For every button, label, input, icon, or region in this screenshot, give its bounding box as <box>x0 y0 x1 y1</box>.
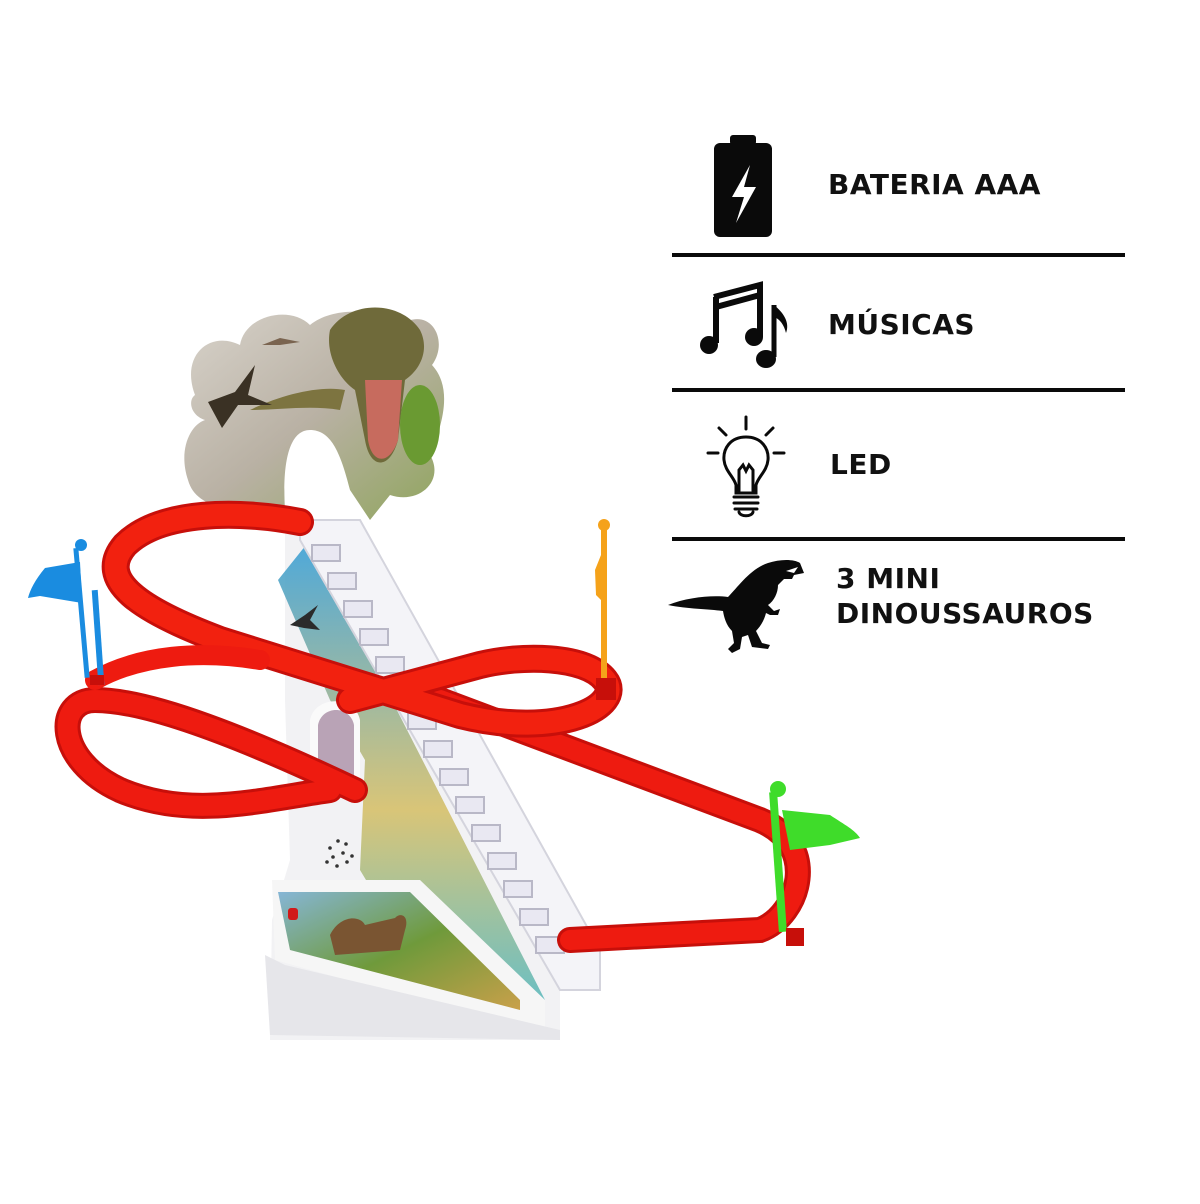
blue-flag <box>28 539 105 686</box>
divider <box>672 253 1125 257</box>
battery-icon <box>712 135 774 243</box>
t-rex-icon <box>668 557 808 657</box>
green-flag <box>769 781 860 946</box>
staircase <box>299 519 601 991</box>
feature-label-led: LED <box>830 448 892 481</box>
product-image <box>28 307 860 1040</box>
feature-label-battery: BATERIA AAA <box>828 168 1041 201</box>
music-notes-icon <box>698 275 794 375</box>
feature-dinosaurs: 3 MINI DINOUSSAUROS <box>660 545 1140 675</box>
divider <box>672 537 1125 541</box>
feature-label-dinosaurs-line2: DINOUSSAUROS <box>836 597 1094 630</box>
feature-label-dinosaurs-line1: 3 MINI <box>836 562 941 595</box>
feature-battery: BATERIA AAA <box>660 120 1140 250</box>
dino-backdrop <box>184 307 445 520</box>
light-bulb-icon <box>706 415 790 523</box>
dinosaur-stair-track-toy <box>28 307 860 1040</box>
feature-led: LED <box>660 400 1140 530</box>
orange-flag <box>595 519 616 700</box>
feature-music: MÚSICAS <box>660 260 1140 390</box>
feature-label-music: MÚSICAS <box>828 308 976 341</box>
divider <box>672 388 1125 392</box>
